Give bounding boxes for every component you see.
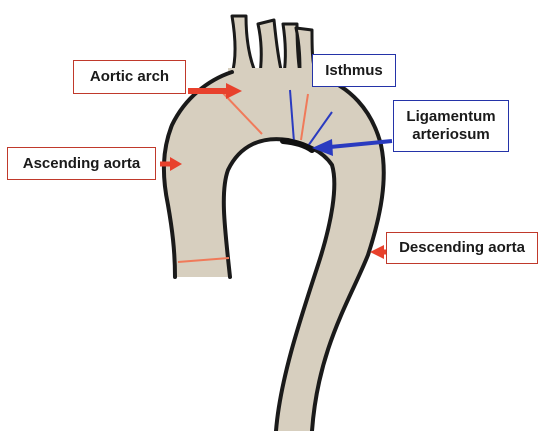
aortic-arch-label: Aortic arch [73, 60, 186, 94]
ligamentum-text-line2: arteriosum [412, 126, 490, 144]
isthmus-text: Isthmus [325, 62, 383, 80]
ascending-aorta-label: Ascending aorta [7, 147, 156, 180]
ligamentum-text-line1: Ligamentum [406, 108, 495, 126]
descending-aorta-text: Descending aorta [399, 239, 525, 257]
branch-vessel-1 [232, 16, 256, 74]
aorta-shape [164, 72, 384, 431]
aortic-arch-text: Aortic arch [90, 68, 169, 86]
branch-vessel-2 [258, 20, 282, 74]
isthmus-label: Isthmus [312, 54, 396, 87]
ascending-aorta-text: Ascending aorta [23, 155, 141, 173]
descending-aorta-label: Descending aorta [386, 232, 538, 264]
arch-top-fill [228, 68, 320, 82]
ligamentum-arteriosum-label: Ligamentum arteriosum [393, 100, 509, 152]
